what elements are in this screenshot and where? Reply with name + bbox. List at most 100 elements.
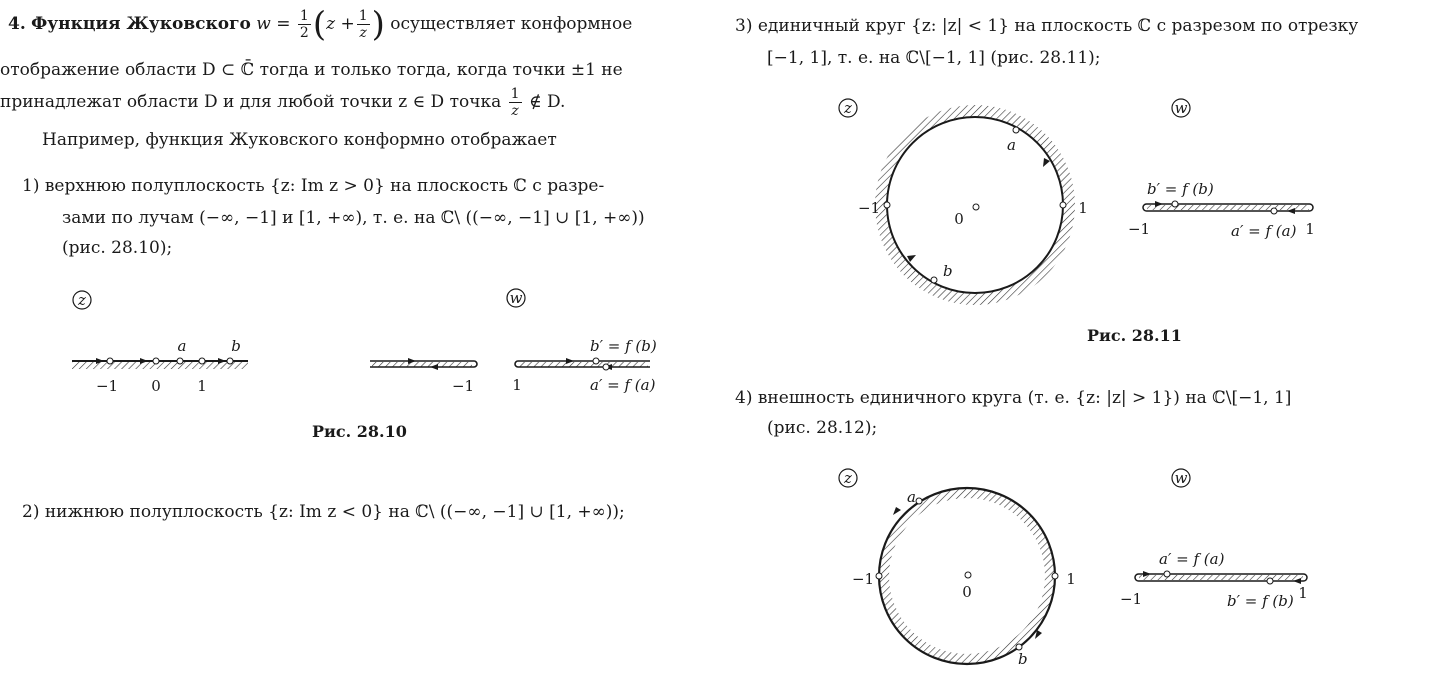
example-line: Например, функция Жуковского конформно о… — [42, 130, 557, 150]
caption-28-10: Рис. 28.10 — [312, 422, 407, 441]
label-bprime: b′ = f (b) — [1227, 592, 1294, 610]
point-0 — [964, 571, 972, 579]
label-bprime: b′ = f (b) — [1147, 180, 1214, 198]
item4-number: 4. — [8, 14, 26, 34]
arrow-icon — [1035, 630, 1042, 639]
tick-m1: −1 — [96, 377, 118, 395]
label-1: 1 — [1066, 570, 1076, 588]
point-b — [930, 276, 938, 284]
label-m1: −1 — [852, 570, 874, 588]
formula-z-plus: z + — [326, 14, 355, 34]
item4-title: Функция Жуковского — [31, 14, 251, 34]
label-bprime: b′ = f (b) — [590, 337, 657, 355]
arrow-icon — [566, 358, 574, 364]
label-1: 1 — [1078, 199, 1088, 217]
point-a — [1012, 126, 1020, 134]
figure-28-11: z w a b −1 0 1 b′ = f (b) a′ = f (a) −1 … — [838, 95, 1315, 315]
label-b: b — [231, 337, 241, 355]
w-plane-marker — [1171, 468, 1191, 488]
case1-line2: зами по лучам (−∞, −1] и [1, +∞), т. е. … — [62, 208, 645, 228]
w-right-ray-hatch — [518, 362, 648, 367]
w-tick-m1: −1 — [1120, 590, 1142, 608]
z-lower-hatch — [72, 361, 248, 369]
point-a — [915, 497, 923, 505]
point-aprime — [602, 363, 610, 371]
arrow-icon — [1043, 158, 1050, 167]
case1-line3: (рис. 28.10); — [62, 238, 173, 258]
w-segment-hatch — [1147, 205, 1309, 210]
case3-line2: [−1, 1], т. е. на ℂ\[−1, 1] (рис. 28.11)… — [767, 48, 1101, 68]
tick-1: 1 — [197, 377, 207, 395]
case2-line: 2) нижнюю полуплоскость {z: Im z < 0} на… — [22, 502, 625, 522]
label-0: 0 — [962, 583, 972, 601]
w-tick-1: 1 — [1298, 584, 1308, 602]
w-plane-label: w — [1175, 469, 1188, 487]
point-aprime — [1163, 570, 1171, 578]
w-right-ray — [514, 360, 650, 368]
w-segment — [1134, 573, 1308, 582]
z-plane-label: z — [843, 469, 852, 487]
w-plane-marker — [1171, 98, 1191, 118]
w-tick-1: 1 — [512, 376, 522, 394]
point-a — [176, 357, 184, 365]
label-b: b — [1018, 650, 1028, 668]
caption-28-11: Рис. 28.11 — [1087, 326, 1182, 345]
point-aprime — [1270, 207, 1278, 215]
figure-28-10: z w a b −1 0 1 −1 b′ = f (b) a′ = f (a) — [72, 288, 657, 395]
point-bprime — [1171, 200, 1179, 208]
w-plane-marker — [506, 288, 526, 308]
arrow-icon — [408, 358, 416, 364]
arrow-icon — [907, 255, 916, 262]
arrow-icon — [1293, 578, 1301, 584]
point-m1 — [106, 357, 114, 365]
w-left-ray — [370, 360, 478, 368]
item4-tail: осуществляет конформное — [390, 14, 633, 34]
arrow-icon — [96, 358, 104, 364]
w-plane-label: w — [510, 289, 523, 307]
point-bprime — [592, 357, 600, 365]
label-aprime: a′ = f (a) — [1231, 222, 1297, 240]
arrow-icon — [430, 364, 438, 370]
label-aprime: a′ = f (a) — [1159, 550, 1225, 568]
item4-line2: отображение области D ⊂ ℂ̄ тогда и тольк… — [0, 60, 623, 80]
point-b — [1015, 643, 1023, 651]
arrow-icon — [1143, 571, 1151, 577]
point-0 — [972, 203, 980, 211]
point-m1 — [883, 201, 891, 209]
label-a: a — [178, 337, 187, 355]
point-0 — [152, 357, 160, 365]
z-plane-marker — [838, 468, 858, 488]
arrow-icon — [218, 358, 226, 364]
w-segment — [1142, 203, 1314, 212]
case3-line1: 3) единичный круг {z: |z| < 1} на плоско… — [735, 16, 1359, 36]
arrow-icon — [893, 507, 901, 515]
item4-line3: принадлежат области D и для любой точки … — [0, 86, 566, 119]
label-a: a — [1007, 136, 1016, 154]
w-plane-label: w — [1175, 99, 1188, 117]
w-segment-hatch — [1139, 575, 1303, 580]
label-b: b — [943, 262, 953, 280]
z-plane-label: z — [843, 99, 852, 117]
w-left-ray-hatch — [372, 362, 472, 367]
z-plane-marker — [838, 98, 858, 118]
w-tick-m1: −1 — [452, 377, 474, 395]
tick-0: 0 — [151, 377, 161, 395]
arrow-icon — [1155, 201, 1163, 207]
point-m1 — [875, 572, 883, 580]
point-b — [226, 357, 234, 365]
arrow-icon — [140, 358, 148, 364]
point-1 — [1059, 201, 1067, 209]
label-a: a — [907, 488, 916, 506]
z-plane-marker — [72, 290, 92, 310]
z-plane-label: z — [77, 291, 86, 309]
w-tick-m1: −1 — [1128, 220, 1150, 238]
point-1 — [198, 357, 206, 365]
formula-w: w = — [256, 14, 291, 34]
label-aprime: a′ = f (a) — [590, 376, 656, 394]
label-0: 0 — [954, 210, 964, 228]
case1-line1: 1) верхнюю полуплоскость {z: Im z > 0} н… — [22, 176, 605, 196]
